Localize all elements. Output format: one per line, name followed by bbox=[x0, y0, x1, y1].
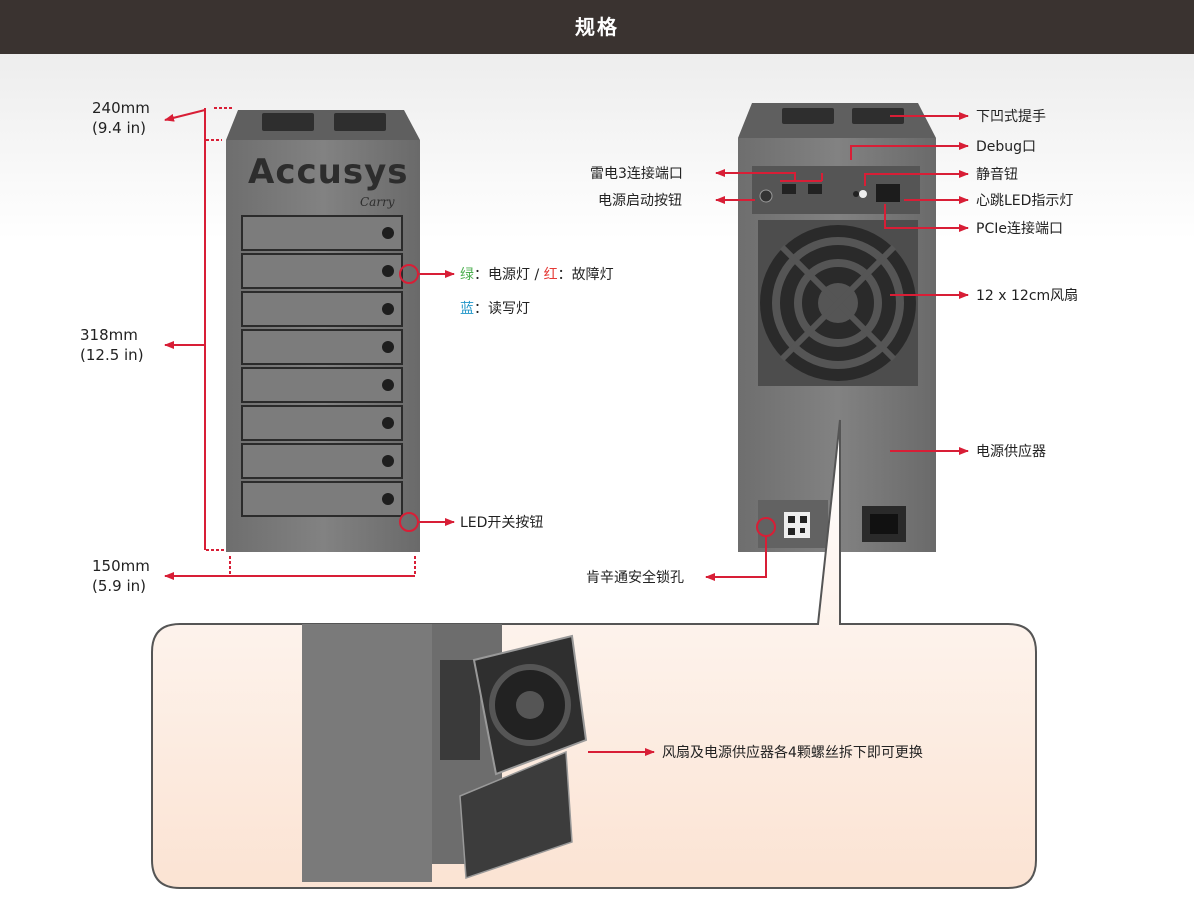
drive-bay bbox=[241, 405, 403, 441]
psu-label: 电源供应器 bbox=[976, 444, 1046, 460]
depth-dimension: 240mm (9.4 in) bbox=[92, 98, 150, 138]
background bbox=[0, 54, 1194, 674]
depth-in: (9.4 in) bbox=[92, 119, 147, 137]
led-rw-row: 蓝：读写灯 bbox=[460, 298, 530, 318]
bay-latch-icon bbox=[382, 303, 394, 315]
led-rw-label: ：读写灯 bbox=[474, 301, 530, 317]
drive-bay bbox=[241, 215, 403, 251]
led-switch-label: LED开关按钮 bbox=[460, 515, 544, 531]
led-red-label: 红 bbox=[543, 267, 558, 283]
drive-bay bbox=[241, 367, 403, 403]
brand-script: Carry bbox=[360, 195, 395, 209]
bay-latch-icon bbox=[382, 265, 394, 277]
width-in: (5.9 in) bbox=[92, 577, 147, 595]
bay-latch-icon bbox=[382, 417, 394, 429]
bay-latch-icon bbox=[382, 493, 394, 505]
bay-latch-icon bbox=[382, 227, 394, 239]
led-status-label: 绿：电源灯 / 红：故障灯 bbox=[460, 264, 614, 284]
drive-bay bbox=[241, 481, 403, 517]
led-green-label: 绿 bbox=[460, 267, 474, 283]
brand-logo: Accusys bbox=[248, 152, 409, 192]
led-fault-label: ：故障灯 bbox=[557, 267, 614, 283]
drive-bay bbox=[241, 443, 403, 479]
page-title: 规格 bbox=[0, 0, 1194, 54]
height-in: (12.5 in) bbox=[80, 346, 144, 364]
drive-bay bbox=[241, 291, 403, 327]
height-dimension: 318mm (12.5 in) bbox=[80, 325, 144, 365]
drive-bay bbox=[241, 329, 403, 365]
pcie-label: PCIe连接端口 bbox=[976, 221, 1063, 237]
kensington-lock-label: 肯辛通安全锁孔 bbox=[586, 570, 684, 586]
front-unit bbox=[164, 107, 455, 580]
fan-label: 12 x 12cm风扇 bbox=[976, 288, 1079, 304]
heartbeat-label: 心跳LED指示灯 bbox=[976, 193, 1074, 209]
depth-mm: 240mm bbox=[92, 99, 150, 117]
replace-caption: 风扇及电源供应器各4颗螺丝拆下即可更换 bbox=[662, 745, 923, 761]
led-blue-label: 蓝 bbox=[460, 301, 474, 317]
debug-label: Debug口 bbox=[976, 139, 1037, 155]
bay-latch-icon bbox=[382, 341, 394, 353]
led-power-label: ：电源灯 / bbox=[474, 267, 544, 283]
bay-latch-icon bbox=[382, 379, 394, 391]
handle-label: 下凹式提手 bbox=[976, 109, 1046, 125]
width-mm: 150mm bbox=[92, 557, 150, 575]
drive-bay bbox=[241, 253, 403, 289]
power-button-label: 电源启动按钮 bbox=[598, 193, 682, 209]
callout-bubble bbox=[151, 419, 1037, 889]
width-dimension: 150mm (5.9 in) bbox=[92, 556, 150, 596]
bay-latch-icon bbox=[382, 455, 394, 467]
mute-label: 静音钮 bbox=[976, 167, 1018, 183]
thunderbolt-label: 雷电3连接端口 bbox=[590, 166, 683, 182]
height-mm: 318mm bbox=[80, 326, 138, 344]
